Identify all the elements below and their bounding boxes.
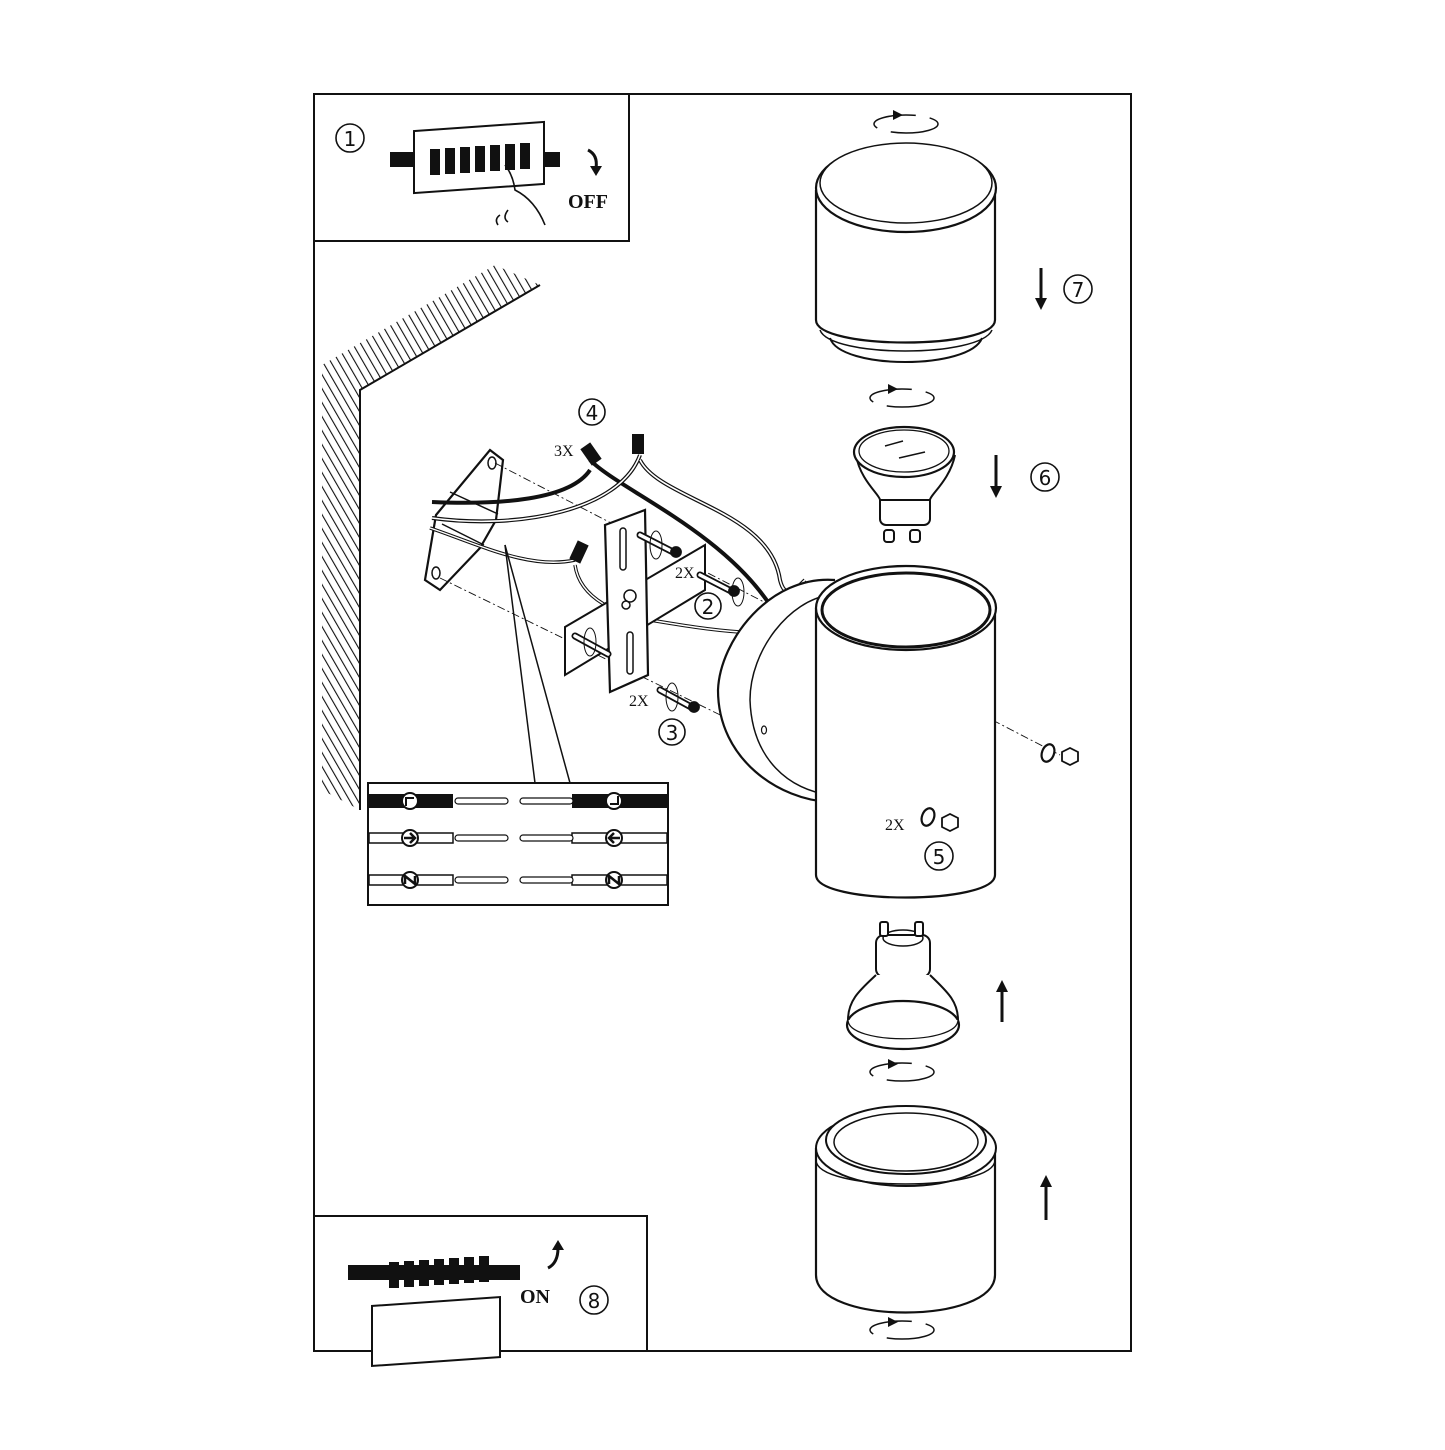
wire-row-live bbox=[368, 829, 668, 847]
gu10-bulb-top bbox=[852, 425, 956, 543]
svg-text:5: 5 bbox=[933, 845, 946, 869]
cap-nut-icon bbox=[920, 743, 1079, 833]
arrow-down-icon bbox=[587, 148, 602, 176]
outer-frame bbox=[313, 93, 1132, 1352]
circuit-breaker-icon bbox=[390, 120, 560, 226]
svg-text:1: 1 bbox=[344, 127, 357, 151]
circuit-breaker-icon bbox=[348, 1256, 520, 1368]
step-3-qty: 2X bbox=[629, 693, 649, 710]
step-2-badge: 2 bbox=[694, 592, 722, 620]
rotate-arrow-icon bbox=[583, 530, 745, 712]
off-label: OFF bbox=[568, 191, 608, 213]
lamp-body bbox=[716, 564, 998, 899]
wiring-detail-panel bbox=[367, 782, 669, 906]
rotate-arrow-icon bbox=[869, 1317, 935, 1340]
arrow-down-icon bbox=[1035, 268, 1047, 310]
rotate-arrow-icon bbox=[869, 1059, 935, 1082]
step-6-badge: 6 bbox=[1030, 462, 1060, 492]
arrow-up-icon bbox=[1040, 1175, 1052, 1220]
wall-icon bbox=[322, 265, 541, 810]
rotate-arrow-icon bbox=[869, 384, 935, 408]
step-4-qty: 3X bbox=[554, 443, 574, 460]
svg-text:8: 8 bbox=[588, 1289, 601, 1313]
step-8-panel: ON 8 bbox=[313, 1215, 648, 1368]
gu10-bulb-bottom bbox=[845, 921, 961, 1051]
wire-row-neutral bbox=[368, 871, 668, 889]
step-7-badge: 7 bbox=[1063, 274, 1093, 304]
top-cover bbox=[814, 142, 998, 363]
svg-text:6: 6 bbox=[1039, 466, 1052, 490]
mounting-bracket bbox=[564, 508, 706, 694]
step-1-badge: 1 bbox=[335, 123, 365, 153]
wire-row-earth bbox=[369, 792, 667, 810]
rotate-arrow-icon bbox=[873, 110, 939, 134]
step-2-qty: 2X bbox=[675, 565, 695, 582]
svg-text:7: 7 bbox=[1072, 278, 1085, 302]
step-5-badge: 5 bbox=[924, 841, 954, 871]
svg-text:3: 3 bbox=[666, 721, 679, 745]
wire-connector-icon bbox=[569, 434, 644, 564]
arrow-up-icon bbox=[547, 1240, 564, 1270]
arrow-down-icon bbox=[990, 455, 1002, 498]
step-8-badge: 8 bbox=[579, 1285, 609, 1315]
step-5-qty: 2X bbox=[885, 817, 905, 834]
arrow-up-icon bbox=[996, 980, 1008, 1022]
step-3-badge: 3 bbox=[658, 718, 686, 746]
screw-icon bbox=[571, 531, 740, 713]
bottom-cover bbox=[814, 1105, 997, 1314]
step-4-badge: 4 bbox=[578, 398, 606, 426]
svg-text:2: 2 bbox=[702, 595, 715, 619]
step-1-panel: 1 OFF bbox=[313, 93, 630, 242]
on-label: ON bbox=[520, 1286, 551, 1308]
svg-text:4: 4 bbox=[586, 401, 599, 425]
